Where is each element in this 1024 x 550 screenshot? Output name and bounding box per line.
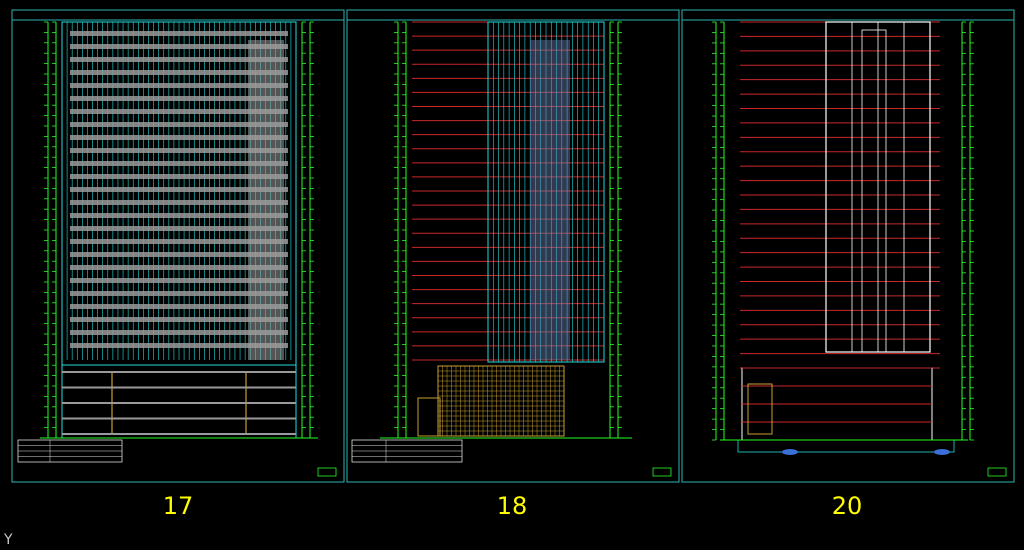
slab-band [70, 187, 288, 192]
slab-band [70, 44, 288, 49]
slab-band [70, 200, 288, 205]
sheet-20 [681, 9, 1015, 483]
slab-band [70, 70, 288, 75]
basement-outline [737, 439, 955, 453]
podium-canopy [747, 383, 773, 435]
sheet-label-18: 18 [496, 492, 528, 520]
core-panel [248, 40, 284, 360]
podium-outline [61, 364, 297, 439]
entrance-canopy [417, 397, 441, 437]
slab-band [70, 330, 288, 335]
slab-band [70, 343, 288, 348]
slab-band [70, 226, 288, 231]
elevation-17 [17, 21, 318, 463]
elevation-18 [351, 21, 632, 463]
slab-band [70, 317, 288, 322]
sheet-frame [681, 9, 1015, 483]
glazing-panel [530, 40, 570, 360]
slab-band [70, 174, 288, 179]
core-shaft [861, 29, 887, 353]
sheet-frame [11, 9, 345, 483]
slab-band [70, 291, 288, 296]
sheet-label-20: 20 [831, 492, 863, 520]
title-stamp [317, 467, 337, 477]
slab-band [70, 278, 288, 283]
slab-band [70, 31, 288, 36]
slab-band [70, 252, 288, 257]
slab-band [70, 135, 288, 140]
slab-band [70, 161, 288, 166]
sheet-label-17: 17 [162, 492, 194, 520]
slab-band [70, 304, 288, 309]
slab-band [70, 83, 288, 88]
title-stamp [987, 467, 1007, 477]
slab-band [70, 96, 288, 101]
section-20 [712, 21, 974, 455]
slab-band [70, 213, 288, 218]
sheet-18 [346, 9, 680, 483]
title-table [17, 439, 123, 463]
car-symbol [782, 449, 798, 455]
slab-band [70, 148, 288, 153]
sheet-frame [346, 9, 680, 483]
car-symbol [934, 449, 950, 455]
slab-band [70, 122, 288, 127]
slab-band [70, 239, 288, 244]
slab-band [70, 265, 288, 270]
sheet-17 [11, 9, 345, 483]
title-table [351, 439, 463, 463]
slab-band [70, 109, 288, 114]
ucs-axis-icon: Y [4, 532, 13, 548]
slab-band [70, 57, 288, 62]
title-stamp [652, 467, 672, 477]
